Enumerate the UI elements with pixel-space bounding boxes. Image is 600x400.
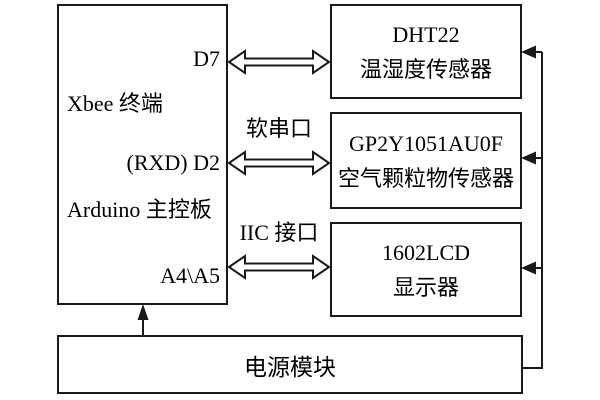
power-bus-wire — [522, 52, 543, 369]
controller-box: D7 Xbee 终端 (RXD) D2 Arduino 主控板 A4\A5 — [57, 4, 228, 305]
dht22-sensor-box: DHT22 温湿度传感器 — [330, 4, 522, 99]
left-arrowhead-lcd — [521, 261, 536, 275]
dust-name-label: 空气颗粒物传感器 — [337, 165, 514, 191]
power-module-label: 电源模块 — [244, 354, 336, 380]
iic-port-edge-label: IIC 接口 — [239, 220, 319, 245]
dht22-model-label: DHT22 — [392, 21, 460, 47]
pin-label-rxd-d2: (RXD) D2 — [126, 150, 221, 175]
double-arrow-iic-lcd — [227, 254, 331, 280]
lcd-name-label: 显示器 — [392, 274, 459, 300]
arduino-mainboard-label: Arduino 主控板 — [67, 197, 212, 222]
lcd-model-label: 1602LCD — [382, 239, 470, 265]
serial-port-edge-label: 软串口 — [245, 116, 312, 141]
dust-model-label: GP2Y1051AU0F — [348, 130, 504, 156]
pin-label-d7: D7 — [193, 46, 220, 71]
lcd-display-box: 1602LCD 显示器 — [330, 222, 522, 317]
up-arrowhead — [137, 304, 149, 320]
double-arrow-serial-dust — [227, 150, 331, 176]
dust-sensor-box: GP2Y1051AU0F 空气颗粒物传感器 — [330, 112, 522, 209]
left-arrowhead-dht22 — [521, 45, 536, 59]
double-arrow-d7-dht22 — [227, 49, 331, 75]
left-arrowhead-dust — [521, 151, 536, 165]
xbee-terminal-label: Xbee 终端 — [67, 91, 163, 116]
power-module-box: 电源模块 — [57, 335, 523, 394]
pin-label-a4a5: A4\A5 — [160, 263, 220, 288]
dht22-name-label: 温湿度传感器 — [359, 56, 492, 82]
